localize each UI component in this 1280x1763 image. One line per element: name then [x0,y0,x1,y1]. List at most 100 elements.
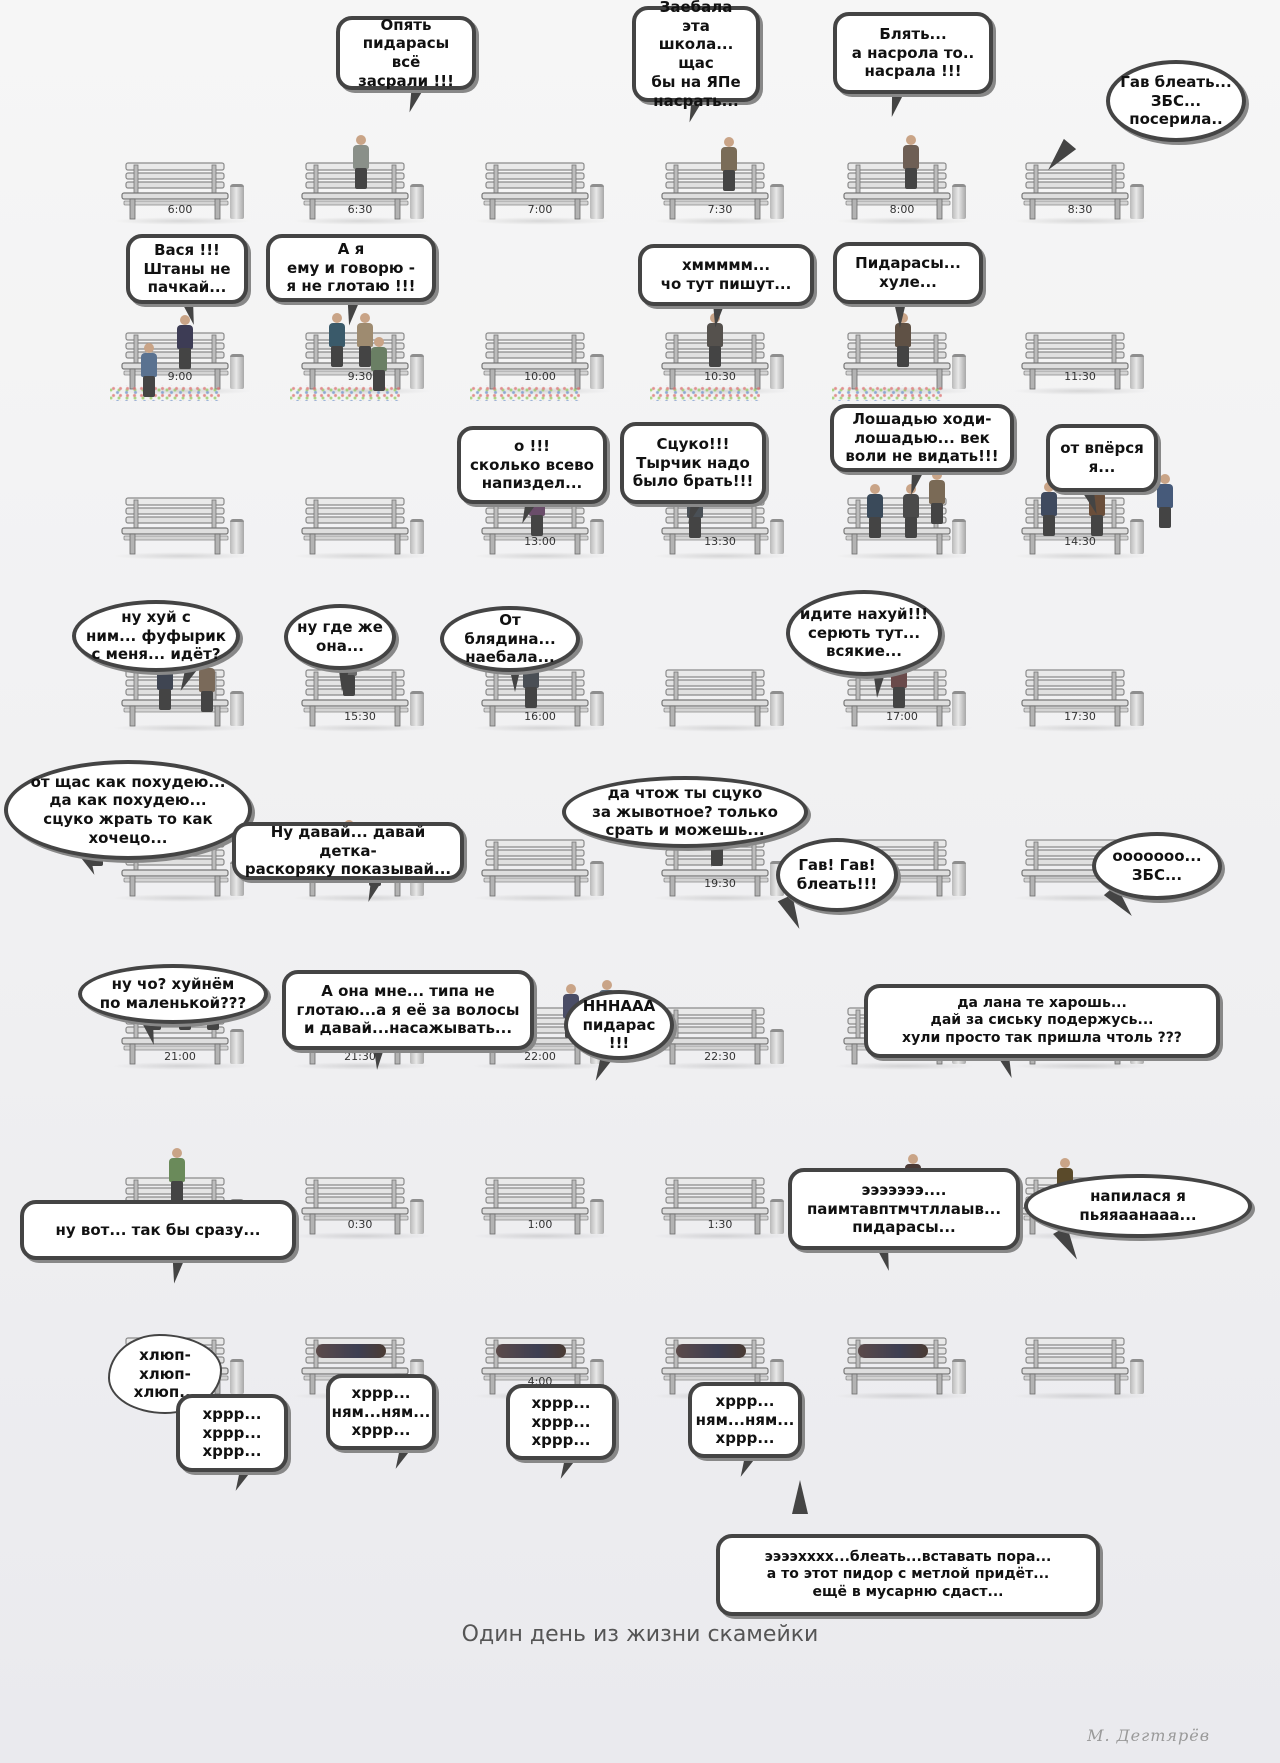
bench-scene [110,295,260,405]
trash-bin-icon [230,519,244,554]
time-label: 6:00 [167,203,193,216]
trash-bin-icon [410,1199,424,1234]
speech-bubble: Гав блеать... ЗБС... посерила.. [1106,60,1246,142]
trash-bin-icon [1130,519,1144,554]
speech-bubble: НННААА пидарас !!! [564,990,674,1060]
ground-shadow [112,894,252,902]
ground-shadow [1012,1232,1152,1240]
ground-shadow [472,724,612,732]
trash-bin-icon [590,184,604,219]
time-label: 10:30 [704,370,736,383]
trash-bin-icon [590,354,604,389]
trash-bin-icon [1130,1359,1144,1394]
comic-caption: Один день из жизни скамейки [461,1622,819,1647]
ground-shadow [834,894,974,902]
ground-shadow [292,894,432,902]
ground-shadow [1012,217,1152,225]
person-icon [140,343,158,397]
bench-scene [1010,460,1173,570]
person-icon [928,470,946,524]
ground-shadow [652,1232,792,1240]
sleeping-person-icon [316,1344,386,1358]
person-icon [720,137,738,191]
time-label: 15:30 [344,710,376,723]
trash-bin-icon [230,1359,244,1394]
trash-bin-icon [410,184,424,219]
speech-bubble: Вася !!! Штаны не пачкай... [126,234,248,304]
trash-bin-icon [1130,691,1144,726]
litter-icon [110,385,220,401]
person-icon [328,313,346,367]
trash-bin-icon [1130,184,1144,219]
trash-bin-icon [1130,354,1144,389]
trash-bin-icon [230,1029,244,1064]
artist-signature: М. Дегтярёв [1087,1726,1210,1745]
speech-bubble: Лошадью ходи- лошадью... век воли не вид… [830,404,1014,472]
ground-shadow [472,894,612,902]
sleeping-person-icon [496,1344,566,1358]
bench-scene [650,632,800,742]
litter-icon [832,385,942,401]
speech-bubble: хррр... хррр... хррр... [506,1384,616,1460]
time-label: 21:00 [164,1050,196,1063]
bench-icon [121,497,229,555]
speech-bubble: Пидарасы... хуле... [833,242,983,304]
speech-bubble: ооооооо... ЗБС... [1092,832,1222,900]
speech-bubble: Блять... а насрола то.. насрала !!! [833,12,993,94]
speech-bubble: А я ему и говорю - я не глотаю !!! [266,234,436,302]
speech-bubble: Заебала эта школа... щас бы на ЯПе насра… [632,0,760,110]
trash-bin-icon [952,354,966,389]
ground-shadow [292,552,432,560]
trash-bin-icon [590,519,604,554]
speech-bubble: Опять пидарасы всё засрали !!! [336,16,476,90]
time-label: 0:30 [347,1218,373,1231]
time-label: 13:00 [524,535,556,548]
person-icon [352,135,370,189]
litter-icon [650,385,760,401]
ground-shadow [652,894,792,902]
ground-shadow [112,552,252,560]
speech-bubble: От блядина... наебала... [440,606,580,672]
speech-bubble: ну хуй с ним... фуфырик с меня... идёт? [72,600,240,672]
person-icon [866,484,884,538]
bench-icon [1021,1337,1129,1395]
sleeping-person-icon [858,1344,928,1358]
trash-bin-icon [770,354,784,389]
ground-shadow [834,1392,974,1400]
person-icon [1156,474,1174,528]
ground-shadow [112,1062,252,1070]
speech-bubble: от впёрся я... [1046,424,1158,492]
time-label: 1:00 [527,1218,553,1231]
speech-bubble: Гав! Гав! блеать!!! [776,838,898,912]
speech-bubble: Ну давай... давай детка- раскоряку показ… [232,822,464,880]
ground-shadow [834,217,974,225]
bench-scene [832,802,982,912]
ground-shadow [472,1062,612,1070]
bench-scene [290,1140,440,1250]
time-label: 14:30 [1064,535,1096,548]
bench-scene [1010,1300,1160,1410]
speech-bubble: ну вот... так бы сразу... [20,1200,296,1260]
trash-bin-icon [410,691,424,726]
trash-bin-icon [410,519,424,554]
trash-bin-icon [770,1029,784,1064]
speech-bubble: хррр... ням...ням... хррр... [688,1382,802,1458]
bench-scene [470,125,620,235]
trash-bin-icon [410,354,424,389]
litter-icon [470,385,580,401]
time-label: 6:30 [347,203,373,216]
speech-bubble: хррр... хррр... хррр... [176,1394,288,1472]
ground-shadow [292,1232,432,1240]
trash-bin-icon [770,691,784,726]
trash-bin-icon [952,691,966,726]
time-label: 9:30 [347,370,373,383]
bench-scene [650,970,800,1080]
ground-shadow [112,217,252,225]
time-label: 19:30 [704,877,736,890]
ground-shadow [1012,894,1152,902]
speech-bubble: Сцуко!!! Тырчик надо было брать!!! [620,422,766,504]
time-label: 22:00 [524,1050,556,1063]
bench-icon [301,497,409,555]
ground-shadow [834,552,974,560]
speech-bubble: от щас как похудею... да как похудею... … [4,760,252,860]
